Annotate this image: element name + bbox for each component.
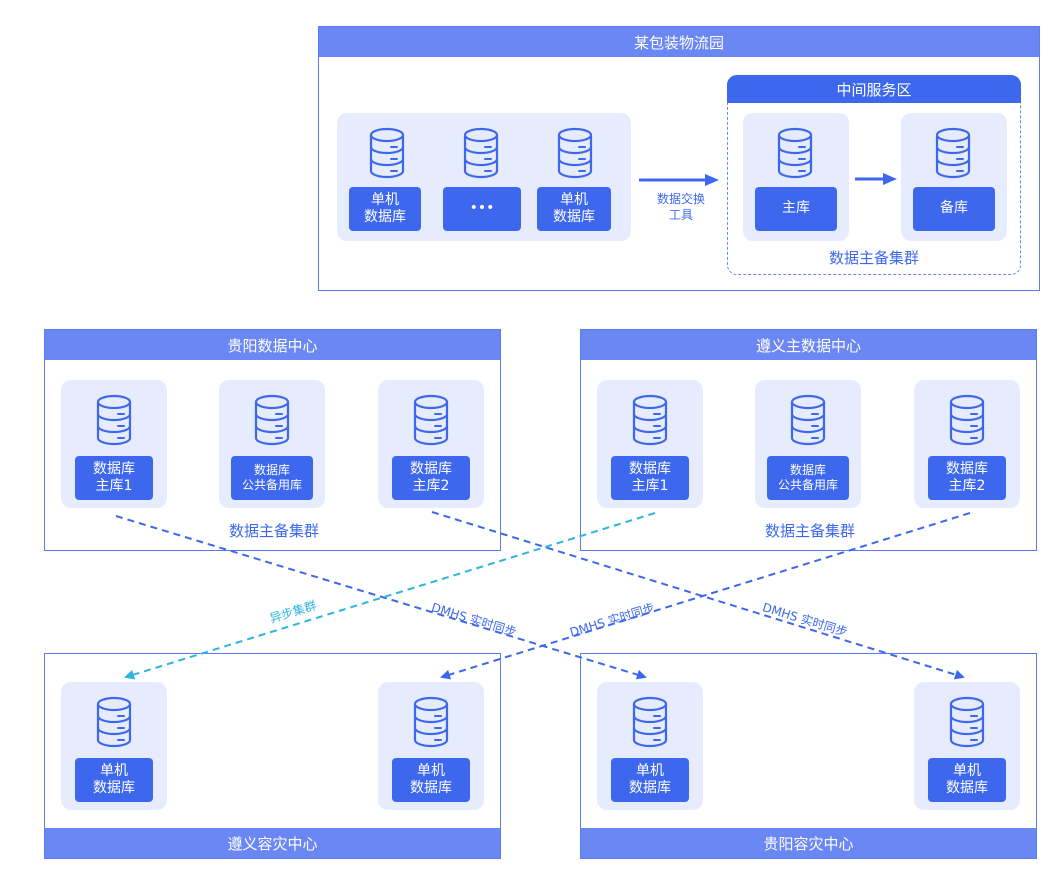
guiyang-dc-title: 贵阳数据中心 (45, 330, 500, 360)
guiyang-dr-title: 贵阳容灾中心 (581, 828, 1036, 858)
zunyi-dc-frame: 遵义主数据中心 数据库 主库1 数据库 公共备用库 数据库 主库2 数据主备集群 (580, 329, 1037, 551)
database-icon (949, 394, 985, 446)
ellipsis-label: ••• (443, 187, 521, 231)
zy-db2-label: 数据库 主库2 (928, 456, 1006, 500)
database-icon (632, 696, 668, 748)
database-icon (254, 394, 290, 446)
gy-db1-label: 数据库 主库1 (75, 456, 153, 500)
guiyang-dc-frame: 贵阳数据中心 数据库 主库1 数据库 公共备用库 数据库 主库2 数据主备集群 (44, 329, 501, 551)
database-icon (935, 127, 971, 179)
zy-public-label: 数据库 公共备用库 (767, 456, 849, 500)
zunyi-dr-frame: 单机 数据库 单机 数据库 遵义容灾中心 (44, 653, 501, 859)
database-icon (790, 394, 826, 446)
database-icon (96, 394, 132, 446)
database-icon (463, 127, 499, 179)
gy-public-label: 数据库 公共备用库 (231, 456, 313, 500)
park-frame: 某包装物流园 单机 数据库 ••• 单机 数据库 数据交换 工具 中间服务区 主… (318, 26, 1040, 291)
database-icon (557, 127, 593, 179)
arrow-right-icon (639, 174, 719, 186)
database-icon (413, 394, 449, 446)
dmhs-label-3: DMHS 实时同步 (760, 600, 850, 640)
zydr-db-b-label: 单机 数据库 (392, 758, 470, 802)
service-cluster-caption: 数据主备集群 (828, 249, 919, 267)
standalone-db-label-right: 单机 数据库 (537, 187, 611, 231)
primary-db-label: 主库 (755, 187, 837, 231)
zunyi-dr-title: 遵义容灾中心 (45, 828, 500, 858)
gy-db2-label: 数据库 主库2 (392, 456, 470, 500)
async-cluster-label: 异步集群 (268, 598, 319, 626)
gydr-db-a-label: 单机 数据库 (611, 758, 689, 802)
database-icon (949, 696, 985, 748)
database-icon (369, 127, 405, 179)
zunyi-dc-title: 遵义主数据中心 (581, 330, 1036, 360)
database-icon (632, 394, 668, 446)
zy-cluster-caption: 数据主备集群 (764, 522, 855, 540)
zy-db1-label: 数据库 主库1 (611, 456, 689, 500)
standalone-db-label-left: 单机 数据库 (349, 187, 421, 231)
database-icon (96, 696, 132, 748)
service-zone-title: 中间服务区 (727, 75, 1021, 103)
guiyang-dr-frame: 单机 数据库 单机 数据库 贵阳容灾中心 (580, 653, 1037, 859)
database-icon (777, 127, 813, 179)
gy-cluster-caption: 数据主备集群 (228, 522, 319, 540)
service-zone: 中间服务区 (727, 75, 1021, 275)
dmhs-label-1: DMHS 实时同步 (429, 600, 519, 640)
exchange-tool-label: 数据交换 工具 (656, 192, 705, 223)
database-icon (413, 696, 449, 748)
arrow-right-icon (855, 173, 897, 185)
park-title: 某包装物流园 (319, 27, 1039, 57)
gydr-db-b-label: 单机 数据库 (928, 758, 1006, 802)
standby-db-label: 备库 (913, 187, 995, 231)
dmhs-label-2: DMHS 实时同步 (568, 600, 657, 640)
zydr-db-a-label: 单机 数据库 (75, 758, 153, 802)
